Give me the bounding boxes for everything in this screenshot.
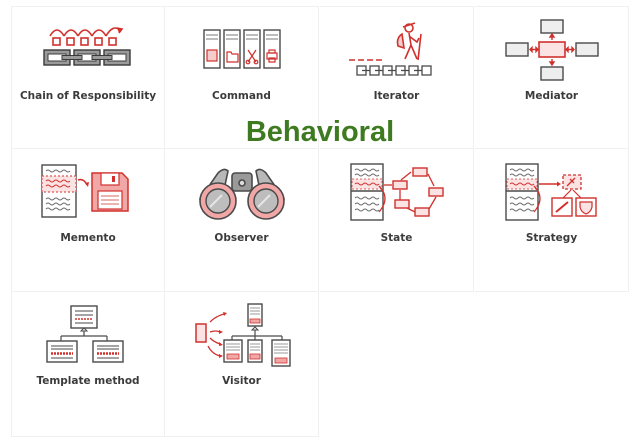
strategy-icon [475, 159, 628, 225]
pattern-card-command[interactable]: Command [165, 6, 319, 149]
pattern-label: State [380, 232, 413, 244]
template-method-icon [12, 302, 164, 368]
pattern-card-iterator[interactable]: Iterator [320, 6, 474, 149]
pattern-card-template-method[interactable]: Template method [11, 292, 165, 437]
pattern-card-visitor[interactable]: Visitor [165, 292, 319, 437]
patterns-grid: Chain of Responsibility [11, 6, 631, 437]
chain-of-responsibility-icon [12, 17, 164, 83]
pattern-card-observer[interactable]: Observer [165, 149, 319, 292]
pattern-label: Command [212, 90, 271, 102]
state-icon [320, 159, 473, 225]
pattern-label: Memento [60, 232, 116, 244]
pattern-label: Strategy [525, 232, 578, 244]
category-title: Behavioral [245, 116, 395, 148]
pattern-card-memento[interactable]: Memento [11, 149, 165, 292]
pattern-card-state[interactable]: State [320, 149, 474, 292]
observer-icon [165, 159, 318, 225]
memento-icon [12, 159, 164, 225]
mediator-icon [475, 17, 628, 83]
pattern-label: Iterator [373, 90, 420, 102]
pattern-card-strategy[interactable]: Strategy [475, 149, 629, 292]
pattern-label: Mediator [524, 90, 579, 102]
pattern-label: Visitor [222, 375, 261, 387]
pattern-label: Template method [36, 375, 140, 387]
pattern-label: Chain of Responsibility [19, 90, 157, 102]
command-icon [165, 17, 318, 83]
iterator-icon [320, 17, 473, 83]
pattern-card-chain-of-responsibility[interactable]: Chain of Responsibility [11, 6, 165, 149]
visitor-icon [165, 302, 318, 368]
pattern-card-mediator[interactable]: Mediator [475, 6, 629, 149]
pattern-label: Observer [214, 232, 269, 244]
